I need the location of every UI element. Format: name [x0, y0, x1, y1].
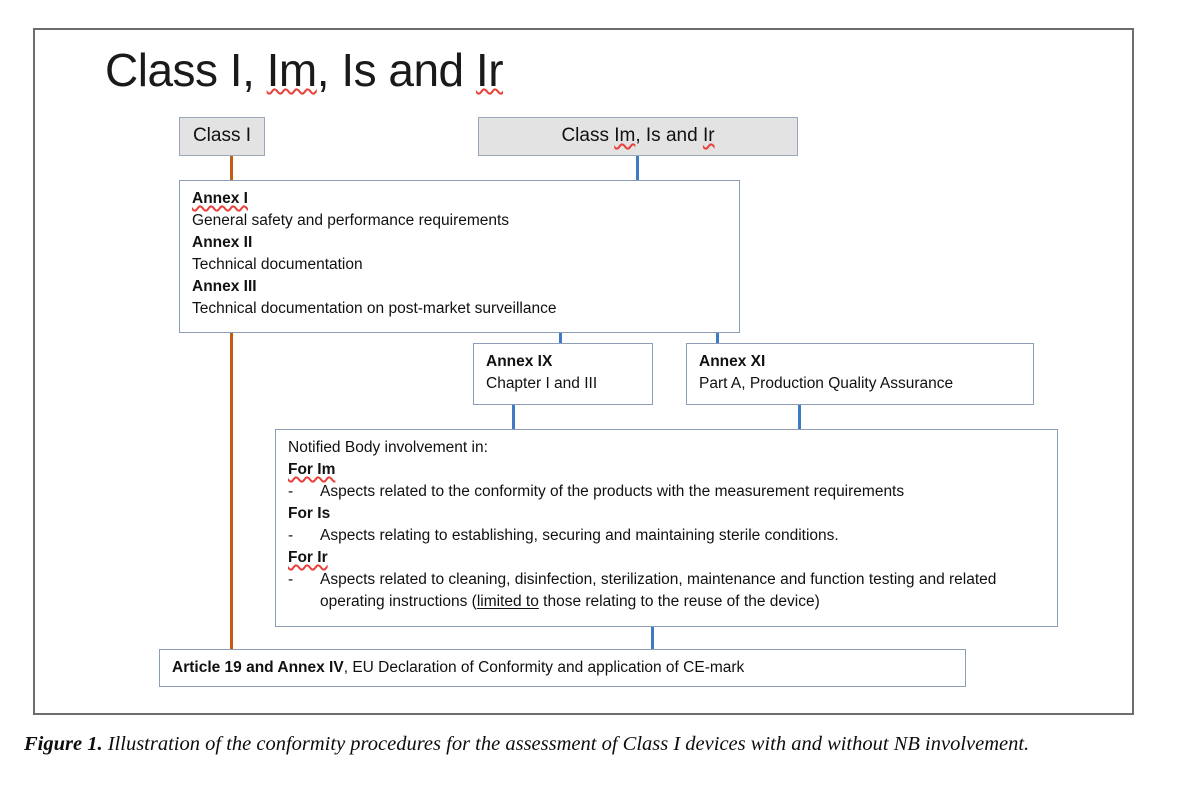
diagram-title: Class I, Im, Is and Ir [105, 44, 504, 96]
bullet-text-im: Aspects related to the conformity of the… [320, 483, 905, 500]
notified-body-group-ir-bullet: - Aspects related to cleaning, disinfect… [288, 569, 1047, 613]
title-segment-ir: Ir [475, 44, 504, 96]
connector-annex-i-to-annex-ix [559, 333, 562, 344]
node-annex-ix[interactable]: Annex IX Chapter I and III [473, 343, 653, 405]
annex-ii-heading: Annex II [192, 234, 253, 251]
node-annex-requirements[interactable]: Annex I General safety and performance r… [179, 180, 740, 333]
label-part-is-and: , Is and [635, 125, 703, 147]
article-19-text: Article 19 and Annex IV, EU Declaration … [172, 657, 955, 679]
notified-body-group-is-heading: For Is [288, 505, 331, 522]
label-part-im: Im [614, 125, 636, 147]
connector-annex-ix-to-notified-body [512, 405, 515, 430]
connector-class-i-to-annex-i [230, 156, 233, 181]
article-19-rest: , EU Declaration of Conformity and appli… [343, 659, 745, 676]
bullet-marker-is: - [288, 527, 294, 544]
annex-xi-detail: Part A, Production Quality Assurance [699, 375, 954, 392]
connector-orange-spine-to-article-19 [230, 333, 233, 650]
notified-body-group-is-bullet: - Aspects relating to establishing, secu… [288, 525, 1047, 547]
annex-requirements-body: Annex I General safety and performance r… [180, 181, 739, 328]
title-segment-im: Im [266, 44, 318, 96]
annex-ix-body: Annex IX Chapter I and III [474, 344, 652, 403]
node-class-im-is-ir[interactable]: Class Im, Is and Ir [478, 117, 798, 156]
bullet-text-ir-underlined: limited to [476, 593, 539, 610]
annex-ix-detail: Chapter I and III [486, 375, 598, 392]
annex-iii-heading: Annex III [192, 278, 257, 295]
article-19-body: Article 19 and Annex IV, EU Declaration … [160, 650, 965, 687]
article-19-bold-part: Article 19 and Annex IV [172, 659, 344, 676]
figure-caption: Figure 1. Illustration of the conformity… [24, 730, 1158, 760]
notified-body-group-ir-heading: For Ir [288, 549, 328, 566]
annex-xi-heading: Annex XI [699, 353, 766, 370]
title-segment-is-and: , Is and [316, 44, 476, 96]
annex-i-detail: General safety and performance requireme… [192, 212, 510, 229]
title-segment-class-i: Class I, [105, 44, 267, 96]
connector-annex-i-to-annex-xi [716, 333, 719, 344]
node-class-i-label: Class I [192, 125, 252, 147]
connector-annex-xi-to-notified-body [798, 405, 801, 430]
node-class-i[interactable]: Class I [179, 117, 265, 156]
annex-ix-heading: Annex IX [486, 353, 553, 370]
notified-body-intro: Notified Body involvement in: [288, 439, 488, 456]
bullet-text-ir-pre: Aspects related to cleaning, disinfectio… [320, 571, 997, 610]
node-article-19[interactable]: Article 19 and Annex IV, EU Declaration … [159, 649, 966, 687]
node-notified-body-involvement[interactable]: Notified Body involvement in: For Im - A… [275, 429, 1058, 627]
node-annex-xi[interactable]: Annex XI Part A, Production Quality Assu… [686, 343, 1034, 405]
notified-body-group-im-bullet: - Aspects related to the conformity of t… [288, 481, 1047, 503]
notified-body-body: Notified Body involvement in: For Im - A… [276, 430, 1057, 621]
bullet-marker-ir: - [288, 571, 294, 588]
figure-frame: Class I, Im, Is and Ir Class I Class Im,… [33, 28, 1134, 715]
label-part-ir: Ir [702, 125, 715, 147]
annex-ii-detail: Technical documentation [192, 256, 363, 273]
node-class-im-is-ir-label: Class Im, Is and Ir [561, 123, 714, 150]
annex-xi-body: Annex XI Part A, Production Quality Assu… [687, 344, 1033, 403]
bullet-text-ir: Aspects related to cleaning, disinfectio… [320, 569, 1047, 613]
notified-body-group-im-heading: For Im [288, 461, 336, 478]
bullet-text-ir-post: those relating to the reuse of the devic… [538, 593, 820, 610]
bullet-marker-im: - [288, 483, 294, 500]
bullet-text-is: Aspects relating to establishing, securi… [320, 527, 839, 544]
annex-iii-detail: Technical documentation on post-market s… [192, 300, 557, 317]
annex-i-heading: Annex I [192, 190, 248, 207]
figure-caption-label: Figure 1. [24, 733, 103, 755]
figure-caption-text: Illustration of the conformity procedure… [102, 733, 1030, 755]
connector-class-im-is-ir-to-annex-i [636, 156, 639, 181]
connector-notified-body-to-article-19 [651, 627, 654, 650]
label-part-class: Class [561, 125, 615, 147]
